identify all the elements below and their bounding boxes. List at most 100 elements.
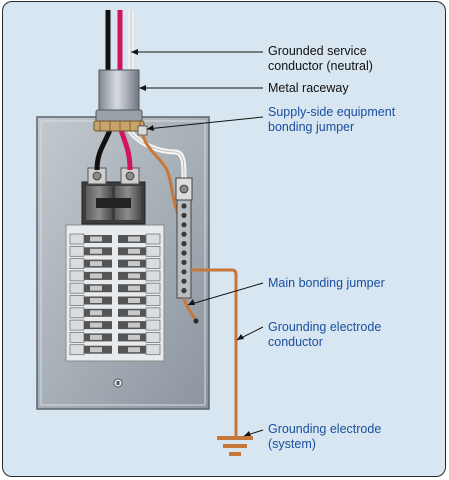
conduit-connector (95, 109, 143, 123)
main-breaker-handle (96, 198, 131, 208)
neutral-lug-screw (179, 184, 189, 194)
label-line: conductor (neutral) (268, 59, 373, 73)
neutral-bar-screw (181, 278, 187, 284)
arrowhead (188, 299, 195, 305)
breaker-slot (69, 245, 85, 257)
breaker-slot (145, 270, 161, 282)
neutral-bar-screw (181, 203, 187, 209)
breaker-column-right (118, 233, 161, 356)
arrowhead (131, 49, 138, 55)
neutral-bar-screw (181, 288, 187, 294)
breaker-slot (69, 282, 85, 294)
ground-bar-3 (229, 452, 241, 456)
breaker-slot (145, 245, 161, 257)
bonding-jumper-wire (141, 134, 180, 215)
leader-main-bonding (187, 282, 264, 306)
conduit-body (98, 69, 140, 115)
main-breaker (81, 167, 146, 225)
neutral-bar-screw (181, 269, 187, 275)
breaker-slot (69, 270, 85, 282)
label-grounding-electrode-conductor: Grounding electrode conductor (268, 320, 381, 350)
branch-breaker-toggle (90, 248, 102, 254)
service-conductors (94, 10, 187, 181)
black-conductor-panel (94, 129, 113, 171)
label-line: Metal raceway (268, 81, 349, 95)
breaker-slot (69, 258, 85, 269)
branch-breaker-toggle (128, 261, 140, 267)
red-conductor-panel (118, 129, 133, 171)
branch-breaker-toggle (128, 248, 140, 254)
breaker-slot (145, 332, 161, 343)
neutral-bar-screw (181, 241, 187, 247)
leader-supply-bonding (146, 116, 264, 130)
breaker-slot (145, 307, 161, 319)
metal-raceway (93, 69, 145, 132)
branch-breaker-toggle (90, 347, 102, 353)
branch-breaker-toggle (90, 298, 102, 303)
neutral-bar-screw (181, 259, 187, 265)
label-line: Grounding electrode (268, 320, 382, 334)
breaker-slot (69, 332, 85, 343)
branch-breaker-toggle (90, 322, 102, 328)
breaker-slot (69, 344, 85, 356)
arrowhead (139, 85, 146, 91)
neutral-bar-screw (181, 212, 187, 218)
breaker-slot (145, 344, 161, 356)
grounding-electrode-conductor-wire (191, 268, 238, 436)
branch-breaker-toggle (90, 285, 102, 291)
label-line: bonding jumper (268, 120, 355, 134)
arrowhead (147, 125, 154, 131)
neutral-bar-screw (181, 250, 187, 256)
label-line: (system) (268, 437, 316, 451)
label-supply-side-bonding-jumper: Supply-side equipment bonding jumper (268, 105, 395, 135)
label-line: Grounding electrode (268, 422, 382, 436)
breaker-column-left (69, 233, 112, 356)
label-line: conductor (268, 335, 323, 349)
ground-rod-icon (217, 436, 253, 456)
label-metal-raceway: Metal raceway (268, 81, 349, 96)
breaker-slot (69, 233, 85, 245)
branch-breaker-toggle (90, 310, 102, 316)
main-bonding-jumper-wire (182, 297, 198, 321)
neutral-bar-screw (181, 222, 187, 228)
branch-breaker-toggle (90, 236, 102, 242)
branch-breaker-toggle (90, 261, 102, 267)
branch-breaker-toggle (128, 273, 140, 279)
neutral-bar-screw (181, 231, 187, 237)
breaker-slot (69, 295, 85, 306)
breaker-slot (145, 233, 161, 245)
lug-screw-left (92, 171, 102, 181)
breaker-slot (69, 319, 85, 331)
panel-screw-slot (116, 381, 120, 385)
label-grounding-electrode-system: Grounding electrode (system) (268, 422, 381, 452)
branch-breaker-toggle (128, 236, 140, 242)
ground-bar-2 (223, 444, 247, 448)
breaker-slot (69, 307, 85, 319)
bonding-bushing-lug (137, 125, 148, 136)
main-bonding-screw (193, 318, 199, 324)
branch-breaker-toggle (128, 310, 140, 316)
branch-breaker-toggle (128, 334, 140, 340)
neutral-bar (175, 177, 193, 299)
branch-breaker-toggle (90, 273, 102, 279)
label-line: Supply-side equipment (268, 105, 396, 119)
branch-breaker-toggle (90, 334, 102, 340)
breaker-slot (145, 295, 161, 306)
breaker-slot (145, 319, 161, 331)
branch-breaker-toggle (128, 347, 140, 353)
breaker-slot (145, 282, 161, 294)
branch-breaker-toggle (128, 298, 140, 303)
label-line: Main bonding jumper (268, 276, 385, 290)
ground-bar-1 (217, 436, 253, 440)
label-line: Grounded service (268, 44, 367, 58)
supply-side-bonding-jumper (137, 125, 180, 215)
neutral-conductor-outline (128, 129, 185, 181)
breaker-slot (145, 258, 161, 269)
branch-breaker-toggle (128, 285, 140, 291)
locknut (93, 120, 145, 132)
branch-breaker-toggle (128, 322, 140, 328)
neutral-bar-screws (181, 203, 187, 294)
leader-arrowheads (131, 49, 251, 436)
